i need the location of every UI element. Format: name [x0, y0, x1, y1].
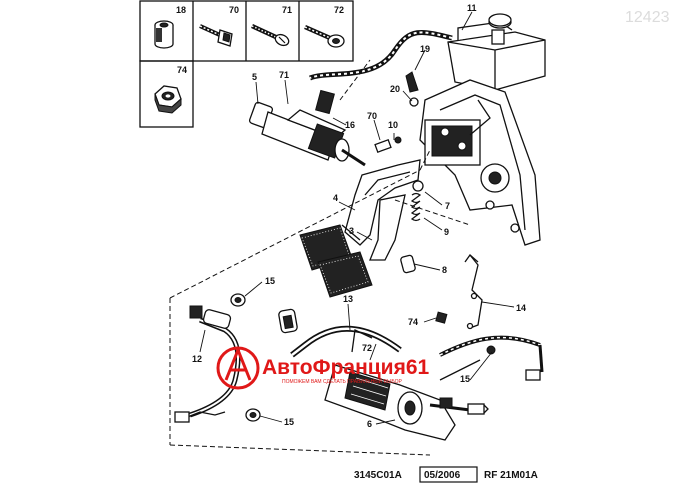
- watermark-emblem: [216, 345, 260, 390]
- callout-74[interactable]: 74: [408, 317, 418, 327]
- watermark-brand-main: Франция: [313, 356, 406, 379]
- hex-bolt-icon: [304, 24, 345, 48]
- callout-71[interactable]: 71: [279, 70, 289, 80]
- clutch-fluid-reservoir[interactable]: [447, 13, 546, 91]
- inset-label: 71: [282, 5, 292, 15]
- callout-labels: 11 19 20 5 71 16 70 10 4 7 3 9 8 15 13 1…: [192, 3, 526, 429]
- pin-10[interactable]: [374, 136, 402, 153]
- leader-lines: [199, 11, 515, 425]
- callout-8[interactable]: 8: [442, 265, 447, 275]
- callout-19[interactable]: 19: [420, 44, 430, 54]
- footer-rf: RF 21M01A: [484, 470, 538, 481]
- assembly-outline: [169, 59, 471, 456]
- callout-3[interactable]: 3: [349, 226, 354, 236]
- callout-15-right[interactable]: 15: [460, 374, 470, 384]
- callout-6[interactable]: 6: [367, 419, 372, 429]
- callout-16[interactable]: 16: [345, 120, 355, 130]
- nut-74[interactable]: [435, 311, 448, 324]
- watermark-brand-suffix: 61: [406, 356, 430, 379]
- callout-72[interactable]: 72: [362, 343, 372, 353]
- callout-70[interactable]: 70: [367, 111, 377, 121]
- reservoir-hose: [309, 29, 453, 81]
- sleeve-icon: [154, 20, 174, 49]
- footer-date: 05/2006: [424, 470, 461, 481]
- clutch-slave-cylinder[interactable]: [324, 329, 489, 441]
- callout-11[interactable]: 11: [467, 3, 477, 13]
- inset-box-70[interactable]: 70: [199, 5, 239, 47]
- callout-7[interactable]: 7: [445, 201, 450, 211]
- watermark-brand-prefix: Авто: [262, 356, 313, 379]
- hose-15-right[interactable]: [439, 335, 544, 381]
- callout-12[interactable]: 12: [192, 354, 202, 364]
- hydraulic-pipe-12[interactable]: [174, 305, 241, 423]
- inset-label: 70: [229, 5, 239, 15]
- hex-nut-icon: [154, 85, 182, 114]
- callout-20[interactable]: 20: [390, 84, 400, 94]
- brake-pedal[interactable]: [317, 194, 406, 298]
- watermark-brand: АвтоФранция61: [262, 356, 430, 379]
- stop-8[interactable]: [400, 254, 416, 274]
- inset-box-71[interactable]: 71: [251, 5, 292, 47]
- screw-icon: [251, 23, 290, 47]
- footer-code: 3145C01A: [354, 470, 402, 481]
- inset-box-18[interactable]: 18: [154, 5, 186, 49]
- callout-4[interactable]: 4: [333, 193, 338, 203]
- inset-label: 18: [176, 5, 186, 15]
- inset-box-72[interactable]: 72: [304, 5, 345, 48]
- bolt-icon: [199, 24, 233, 47]
- inset-label: 72: [334, 5, 344, 15]
- hydraulic-pipe-13[interactable]: [278, 308, 402, 358]
- bracket-14[interactable]: [464, 254, 483, 330]
- callout-14[interactable]: 14: [516, 303, 526, 313]
- callout-9[interactable]: 9: [444, 227, 449, 237]
- pedal-bracket: [419, 79, 541, 246]
- inset-box-74[interactable]: 74: [154, 65, 187, 114]
- clutch-master-cylinder[interactable]: [248, 89, 366, 167]
- inset-label: 74: [177, 65, 187, 75]
- callout-10[interactable]: 10: [388, 120, 398, 130]
- callout-5[interactable]: 5: [252, 72, 257, 82]
- clip-15-lower[interactable]: [245, 408, 261, 422]
- callout-15-upper[interactable]: 15: [265, 276, 275, 286]
- footer: 3145C01A 05/2006 RF 21M01A: [354, 466, 538, 483]
- callout-15-lower[interactable]: 15: [284, 417, 294, 427]
- return-spring-9[interactable]: [410, 180, 424, 222]
- callout-13[interactable]: 13: [343, 294, 353, 304]
- clip-15-upper[interactable]: [230, 293, 246, 307]
- footer-date-box: [419, 466, 478, 483]
- watermark-tagline: ПОМОЖЕМ ВАМ СДЕЛАТЬ ПРАВИЛЬНЫЙ ВЫБОР: [282, 377, 402, 385]
- reference-number: 12423: [625, 9, 670, 26]
- sensor-19[interactable]: [405, 71, 419, 107]
- inset-parts-panel: 18 70 71: [139, 0, 354, 128]
- watermark-logo: АвтоФранция61 ПОМОЖЕМ ВАМ СДЕЛАТЬ ПРАВИЛ…: [216, 345, 430, 390]
